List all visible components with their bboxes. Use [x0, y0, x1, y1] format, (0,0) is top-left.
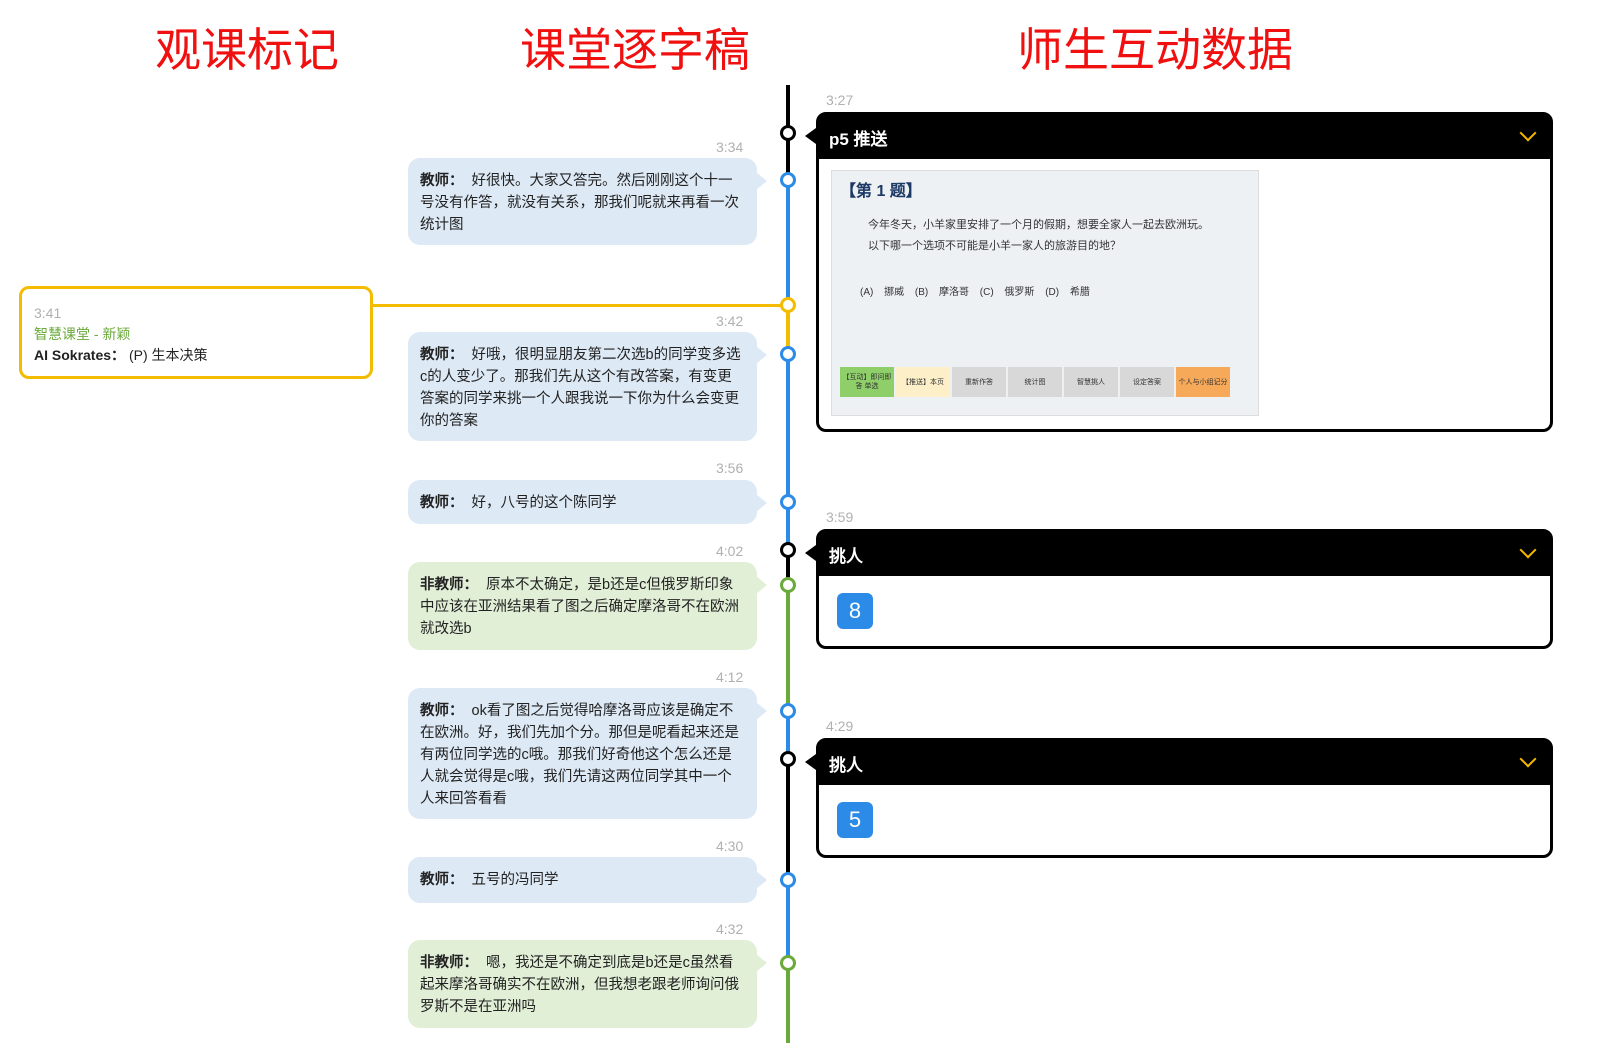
timeline-node-event[interactable] — [780, 125, 796, 141]
utterance-text: 嗯，我还是不确定到底是b还是c虽然看起来摩洛哥确实不在欧洲，但我想老跟老师询问俄… — [420, 955, 739, 1015]
speaker-label: 教师： — [420, 872, 464, 888]
event-card-push: p5 推送 【第 1 题】 今年冬天，小羊家里安排了一个月的假期，想要全家人一起… — [805, 112, 1553, 432]
question-line: 今年冬天，小羊家里安排了一个月的假期，想要全家人一起去欧洲玩。 — [868, 219, 1209, 231]
utterance-text: 好很快。大家又答完。然后刚刚这个十一号没有作答，就没有关系，那我们呢就来再看一次… — [420, 173, 739, 233]
event-time: 4:29 — [826, 718, 854, 734]
transcript-bubble: 非教师：嗯，我还是不确定到底是b还是c虽然看起来摩洛哥确实不在欧洲，但我想老跟老… — [408, 940, 767, 1028]
utterance-text: 原本不太确定，是b还是c但俄罗斯印象中应该在亚洲结果看了图之后确定摩洛哥不在欧洲… — [420, 577, 739, 637]
timeline-segment — [786, 711, 790, 759]
timeline-node-teacher[interactable] — [780, 346, 796, 362]
utterance-text: 好哦，很明显朋友第二次选b的同学变多选c的人变少了。那我们先从这个有改答案，有变… — [420, 347, 741, 429]
timeline-segment — [786, 880, 790, 963]
timeline-segment — [786, 180, 790, 305]
speaker-label: 非教师： — [420, 577, 478, 593]
timeline-node-event[interactable] — [780, 542, 796, 558]
event-card-pick: 挑人 8 — [805, 529, 1553, 649]
picked-student-badge: 8 — [837, 593, 873, 629]
toolbar-button: 【推送】本页 — [896, 367, 950, 397]
timeline-segment — [786, 963, 790, 1043]
transcript-time: 4:32 — [716, 921, 744, 937]
column-header-interaction: 师生互动数据 — [1017, 24, 1293, 76]
event-title: p5 推送 — [829, 130, 888, 149]
event-time: 3:27 — [826, 92, 854, 108]
transcript-bubble: 教师： 五号的冯同学 — [408, 857, 767, 903]
speaker-label: 教师： — [420, 347, 464, 363]
timeline-node-student[interactable] — [780, 955, 796, 971]
event-card-pick: 挑人 5 — [805, 738, 1553, 858]
transcript-time: 3:34 — [716, 139, 744, 155]
slide-thumbnail: 【第 1 题】 今年冬天，小羊家里安排了一个月的假期，想要全家人一起去欧洲玩。以… — [831, 170, 1259, 416]
timeline-segment — [786, 305, 790, 354]
column-header-marks: 观课标记 — [155, 24, 339, 76]
transcript-bubble: 教师： 好，八号的这个陈同学 — [408, 480, 767, 524]
speaker-label: 教师： — [420, 495, 464, 511]
speaker-label: 教师： — [420, 703, 464, 719]
toolbar-button: 重新作答 — [952, 367, 1006, 397]
chevron-down-icon[interactable] — [1519, 124, 1537, 142]
timeline-node-teacher[interactable] — [780, 172, 796, 188]
slide-question: 今年冬天，小羊家里安排了一个月的假期，想要全家人一起去欧洲玩。以下哪一个选项不可… — [868, 215, 1209, 257]
note-source: 智慧课堂 - 新颖 — [34, 326, 131, 342]
transcript-bubble: 非教师：原本不太确定，是b还是c但俄罗斯印象中应该在亚洲结果看了图之后确定摩洛哥… — [408, 562, 767, 650]
utterance-text: 五号的冯同学 — [471, 872, 559, 888]
column-header-transcript: 课堂逐字稿 — [520, 24, 750, 76]
utterance-text: 好，八号的这个陈同学 — [471, 495, 617, 511]
timeline-segment — [786, 354, 790, 550]
timeline-segment — [786, 550, 790, 585]
timeline-segment — [786, 585, 790, 711]
event-title: 挑人 — [829, 547, 863, 566]
speaker-label: 教师： — [420, 173, 464, 189]
observation-note[interactable]: 3:41 智慧课堂 - 新颖 AI Sokrates： (P) 生本决策 — [19, 286, 373, 379]
note-text: (P) 生本决策 — [128, 347, 208, 363]
timeline-node-note[interactable] — [780, 297, 796, 313]
timeline-node-event[interactable] — [780, 751, 796, 767]
toolbar-button: 个人与小组记分 — [1176, 367, 1230, 397]
slide-title: 【第 1 题】 — [840, 183, 922, 200]
picked-student-badge: 5 — [837, 802, 873, 838]
toolbar-button: 统计图 — [1008, 367, 1062, 397]
question-line: 以下哪一个选项不可能是小羊一家人的旅游目的地？ — [868, 240, 1121, 252]
slide-toolbar: 【互动】即问即答 单选 【推送】本页 重新作答 统计图 智慧挑人 设定答案 个人… — [840, 367, 1230, 397]
timeline-segment — [786, 759, 790, 880]
event-title: 挑人 — [829, 756, 863, 775]
note-connector — [373, 304, 786, 307]
slide-options: (A) 挪威 (B) 摩洛哥 (C) 俄罗斯 (D) 希腊 — [860, 287, 1090, 298]
transcript-time: 4:12 — [716, 669, 744, 685]
transcript-bubble: 教师：好哦，很明显朋友第二次选b的同学变多选c的人变少了。那我们先从这个有改答案… — [408, 332, 767, 441]
event-card-header[interactable]: p5 推送 — [805, 115, 1550, 159]
toolbar-button: 【互动】即问即答 单选 — [840, 367, 894, 397]
transcript-time: 4:30 — [716, 838, 744, 854]
timeline-node-teacher[interactable] — [780, 872, 796, 888]
note-author: AI Sokrates： — [34, 347, 126, 363]
transcript-time: 3:56 — [716, 460, 744, 476]
chevron-down-icon[interactable] — [1519, 541, 1537, 559]
timeline-node-teacher[interactable] — [780, 703, 796, 719]
transcript-time: 4:02 — [716, 543, 744, 559]
transcript-bubble: 教师：好很快。大家又答完。然后刚刚这个十一号没有作答，就没有关系，那我们呢就来再… — [408, 158, 767, 245]
utterance-text: ok看了图之后觉得哈摩洛哥应该是确定不在欧洲。好，我们先加个分。那但是呢看起来还… — [420, 703, 739, 807]
transcript-time: 3:42 — [716, 313, 744, 329]
event-card-header[interactable]: 挑人 — [805, 741, 1550, 785]
event-card-header[interactable]: 挑人 — [805, 532, 1550, 576]
timeline-node-teacher[interactable] — [780, 494, 796, 510]
toolbar-button: 设定答案 — [1120, 367, 1174, 397]
chevron-down-icon[interactable] — [1519, 750, 1537, 768]
transcript-bubble: 教师：ok看了图之后觉得哈摩洛哥应该是确定不在欧洲。好，我们先加个分。那但是呢看… — [408, 688, 767, 819]
timeline-node-student[interactable] — [780, 577, 796, 593]
event-time: 3:59 — [826, 509, 854, 525]
toolbar-button: 智慧挑人 — [1064, 367, 1118, 397]
note-time: 3:41 — [34, 305, 62, 321]
speaker-label: 非教师： — [420, 955, 478, 971]
